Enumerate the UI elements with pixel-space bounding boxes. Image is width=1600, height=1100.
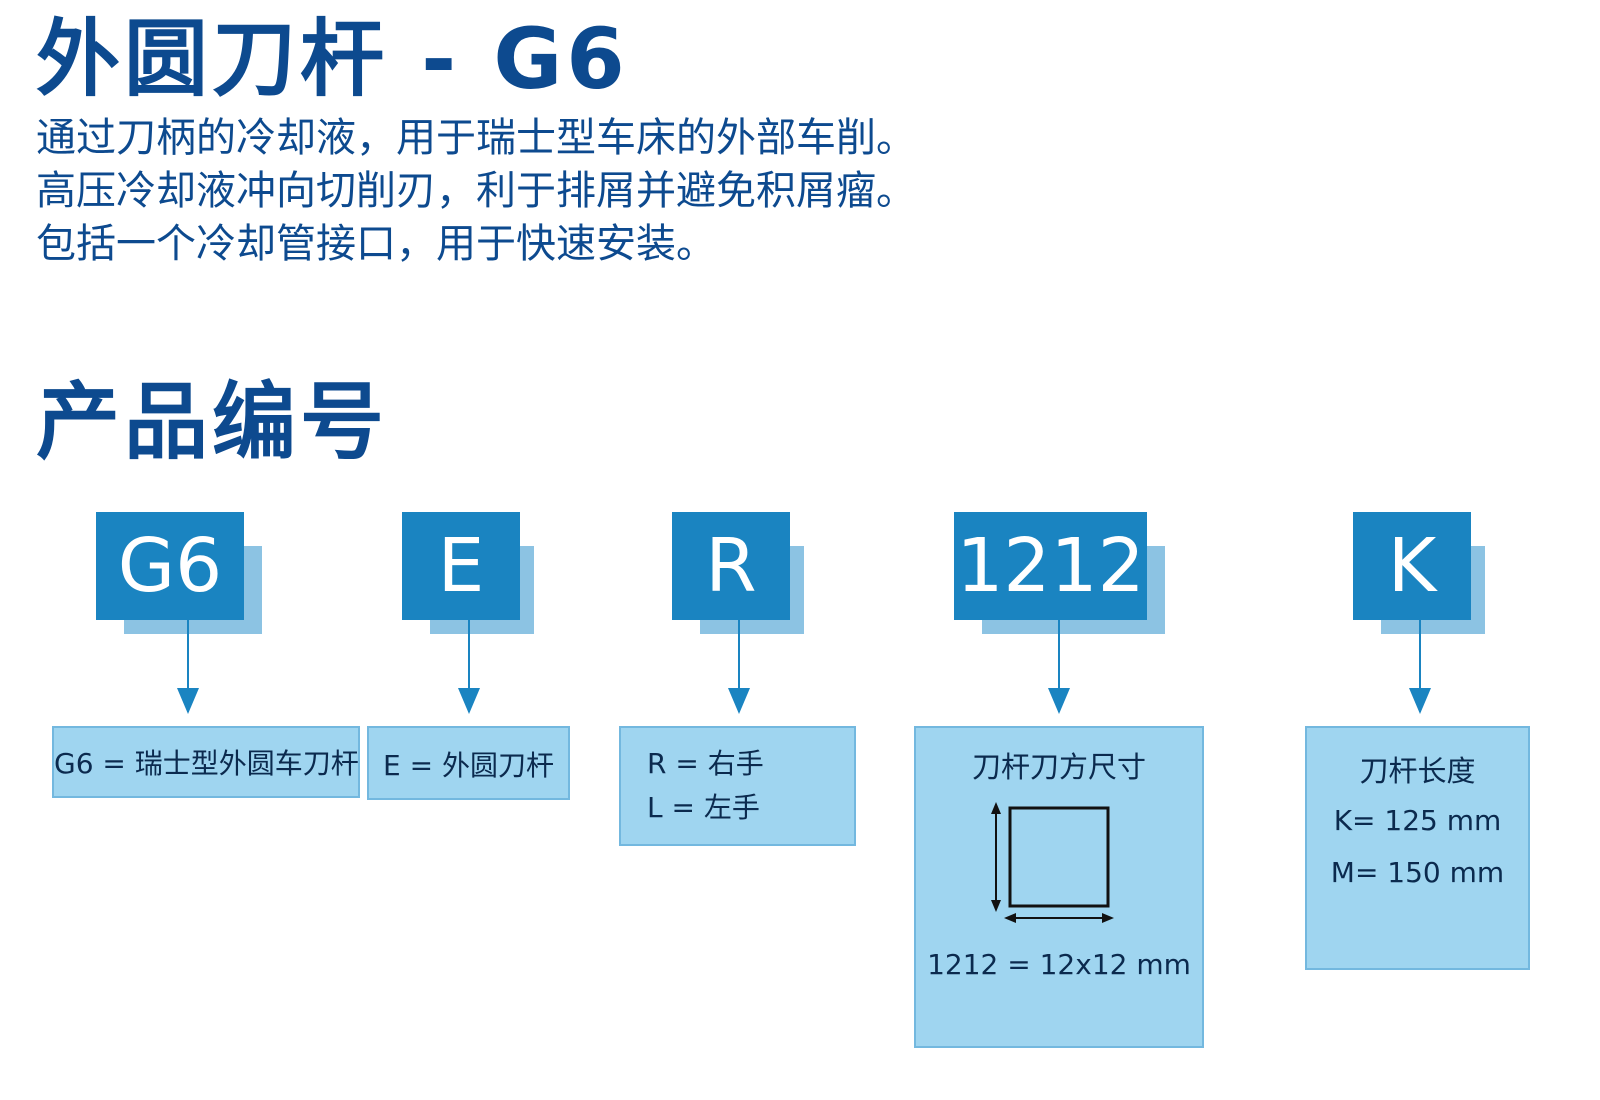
page-title: 外圆刀杆 - G6 bbox=[36, 10, 629, 108]
explain-text: G6 = 瑞士型外圆车刀杆 bbox=[54, 747, 359, 780]
description-line: 高压冷却液冲向切削刃，利于排屑并避免积屑瘤。 bbox=[36, 168, 916, 214]
code-r: R bbox=[672, 512, 790, 620]
arrow-down-icon bbox=[1048, 620, 1070, 714]
description-line: 包括一个冷却管接口，用于快速安装。 bbox=[36, 221, 716, 267]
explain-box-1212: 刀杆刀方尺寸 1212 = 12x12 mm bbox=[914, 726, 1204, 1048]
explain-box-g6: G6 = 瑞士型外圆车刀杆 bbox=[52, 726, 360, 798]
code-e: E bbox=[402, 512, 520, 620]
arrow-down-icon bbox=[728, 620, 750, 714]
explain-heading: 刀杆刀方尺寸 bbox=[971, 750, 1146, 784]
section-title: 产品编号 bbox=[36, 373, 389, 471]
arrow-down-icon bbox=[1409, 620, 1431, 714]
explain-text: E = 外圆刀杆 bbox=[383, 749, 554, 782]
arrow-down-icon bbox=[458, 620, 480, 714]
code-g6: G6 bbox=[96, 512, 244, 620]
arrow-down-icon bbox=[177, 620, 199, 714]
description: 通过刀柄的冷却液，用于瑞士型车床的外部车削。 高压冷却液冲向切削刃，利于排屑并避… bbox=[36, 112, 916, 271]
explain-text: L = 左手 bbox=[647, 791, 760, 824]
explain-heading: 刀杆长度 bbox=[1359, 754, 1476, 788]
explain-text: M= 150 mm bbox=[1330, 856, 1505, 889]
explain-box-r: R = 右手 L = 左手 bbox=[619, 726, 856, 846]
explain-text: 1212 = 12x12 mm bbox=[927, 948, 1191, 981]
explain-text: K= 125 mm bbox=[1333, 804, 1502, 837]
explain-box-e: E = 外圆刀杆 bbox=[367, 726, 570, 800]
square-shank-icon bbox=[991, 802, 1114, 923]
description-line: 通过刀柄的冷却液，用于瑞士型车床的外部车削。 bbox=[36, 115, 916, 161]
explain-box-k: 刀杆长度 K= 125 mm M= 150 mm bbox=[1305, 726, 1530, 970]
code-1212: 1212 bbox=[954, 512, 1147, 620]
code-k: K bbox=[1353, 512, 1471, 620]
explain-text: R = 右手 bbox=[647, 747, 764, 780]
